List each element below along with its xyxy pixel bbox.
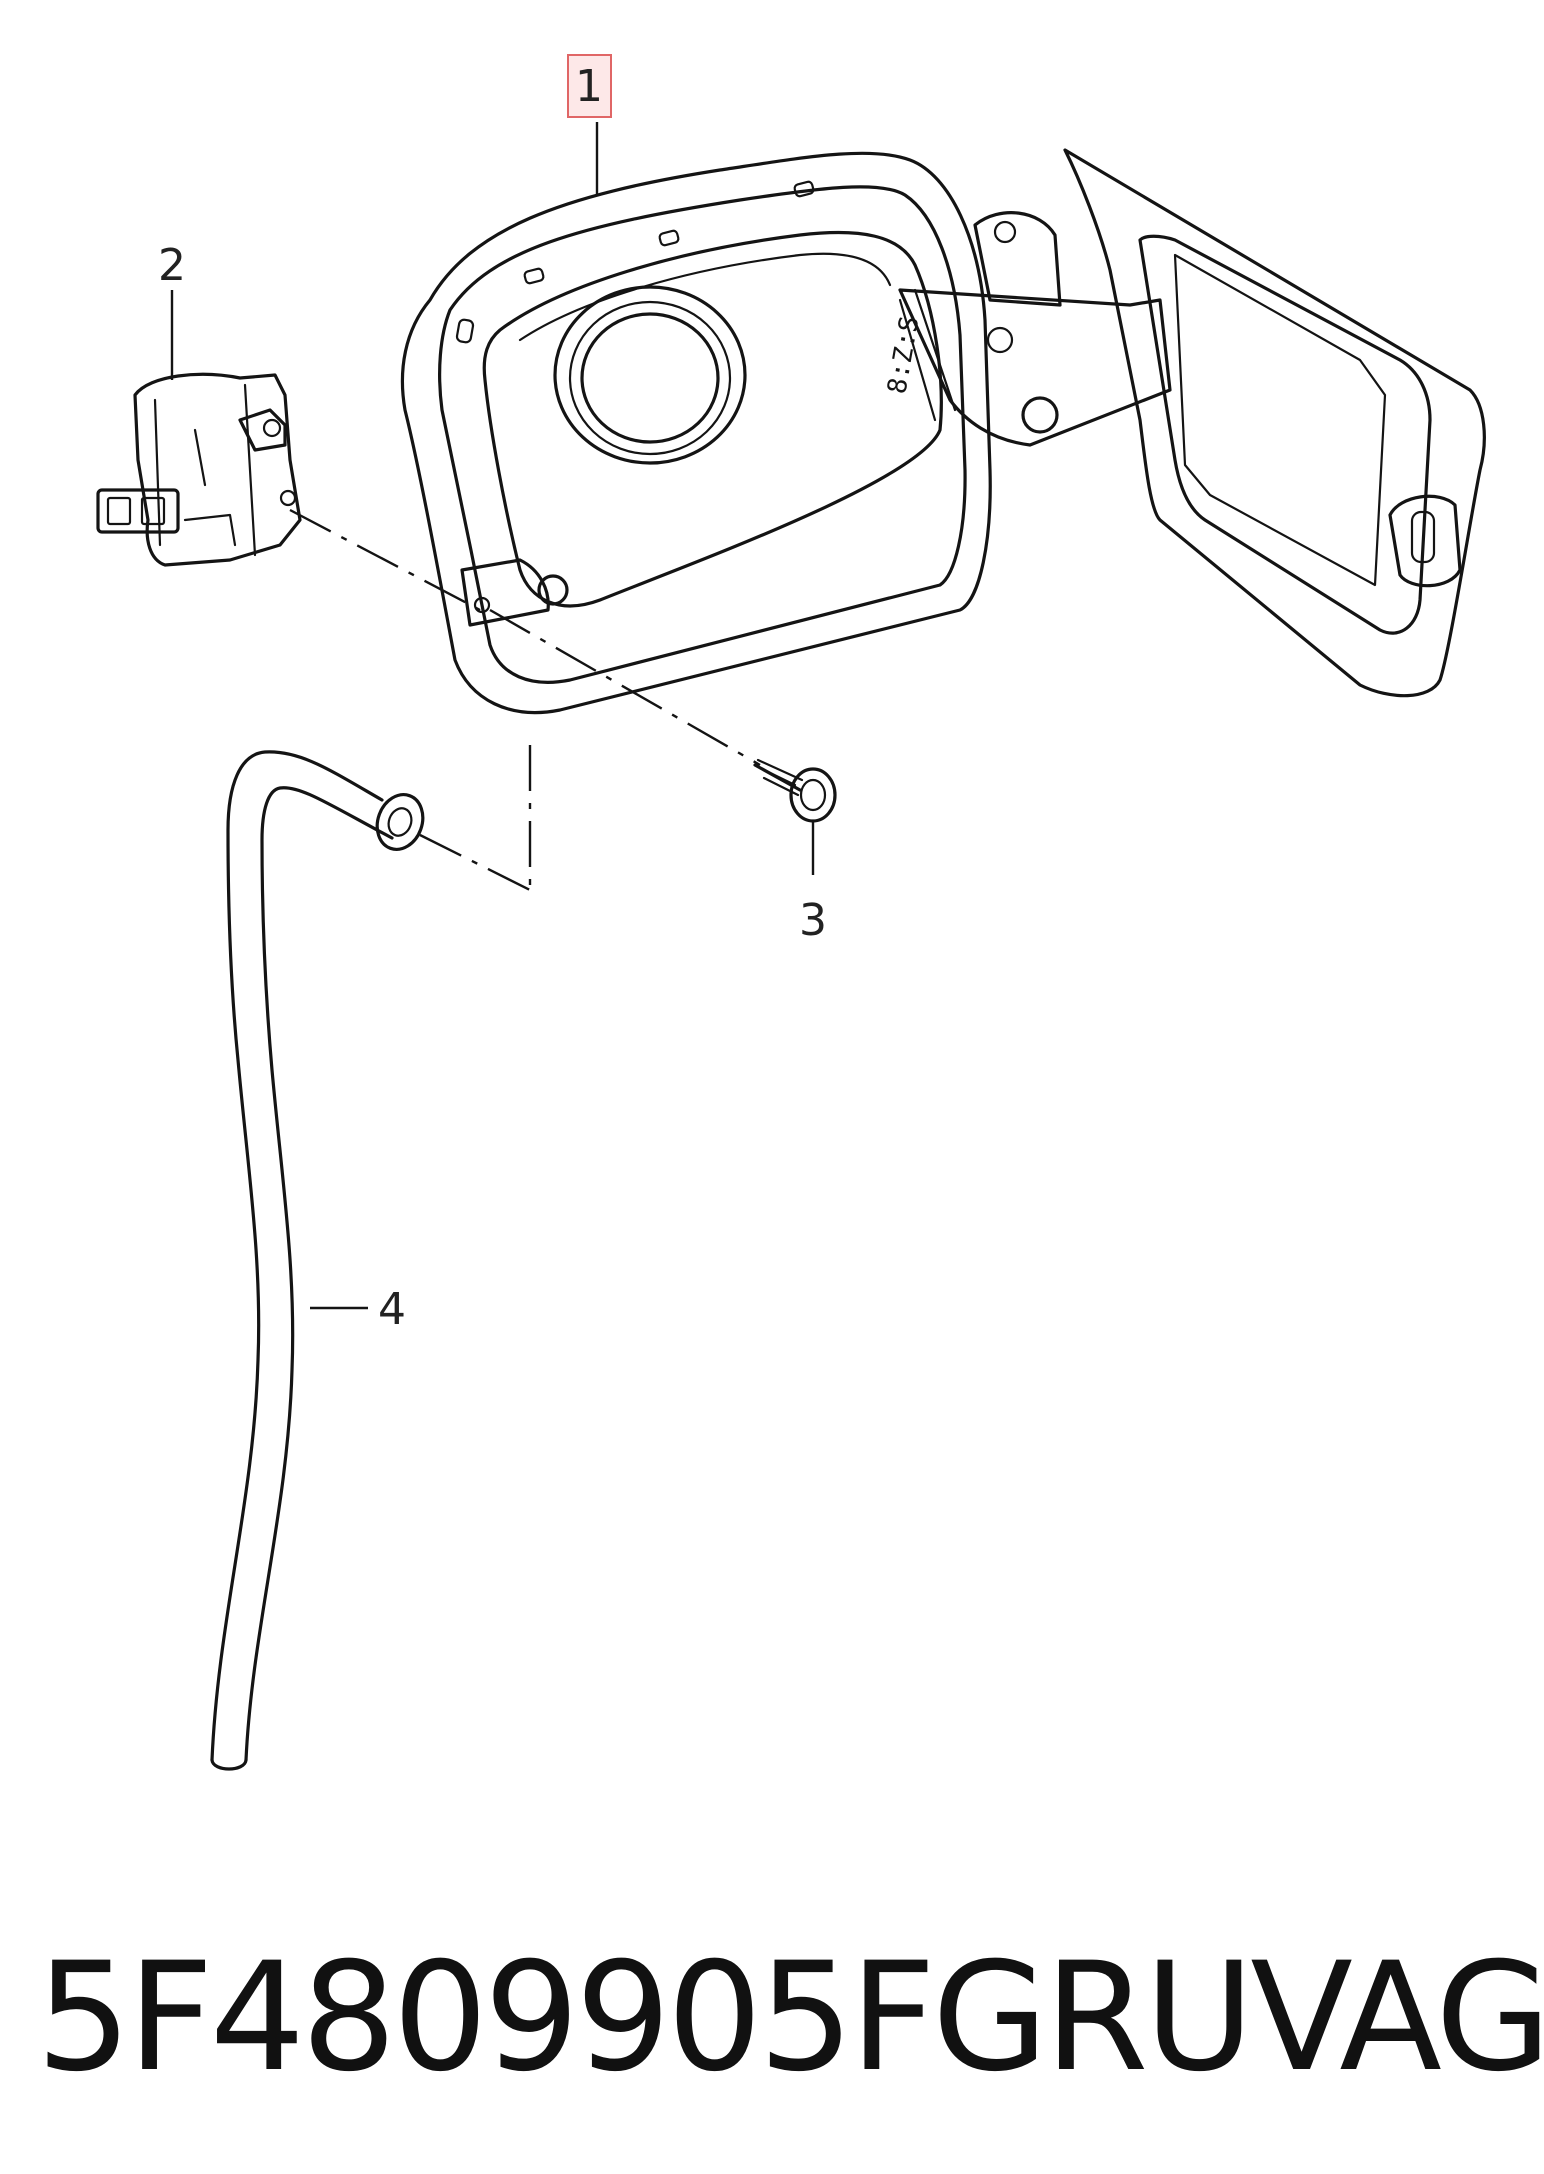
actuator [96, 372, 302, 567]
assembly-lines [289, 508, 761, 892]
part-caption: 5F4809905FGRU VAG [36, 1918, 1544, 2118]
callout-4-label[interactable]: 4 [378, 1284, 406, 1335]
callout-2-label[interactable]: 2 [158, 240, 186, 291]
fuel-filler-housing: 8:Z:S [400, 148, 1486, 715]
svg-text:8:Z:S: 8:Z:S [882, 314, 925, 396]
callout-1-highlight [567, 54, 612, 118]
leader-lines [170, 122, 815, 1310]
callout-1[interactable]: 1 [567, 54, 612, 118]
callout-1-label: 1 [575, 61, 603, 112]
brand-name: VAG [1250, 1931, 1544, 2105]
screw [753, 758, 837, 823]
drain-hose [210, 750, 425, 1771]
callout-3-label[interactable]: 3 [799, 895, 827, 946]
part-number: 5F4809905FGRU [36, 1931, 1254, 2105]
